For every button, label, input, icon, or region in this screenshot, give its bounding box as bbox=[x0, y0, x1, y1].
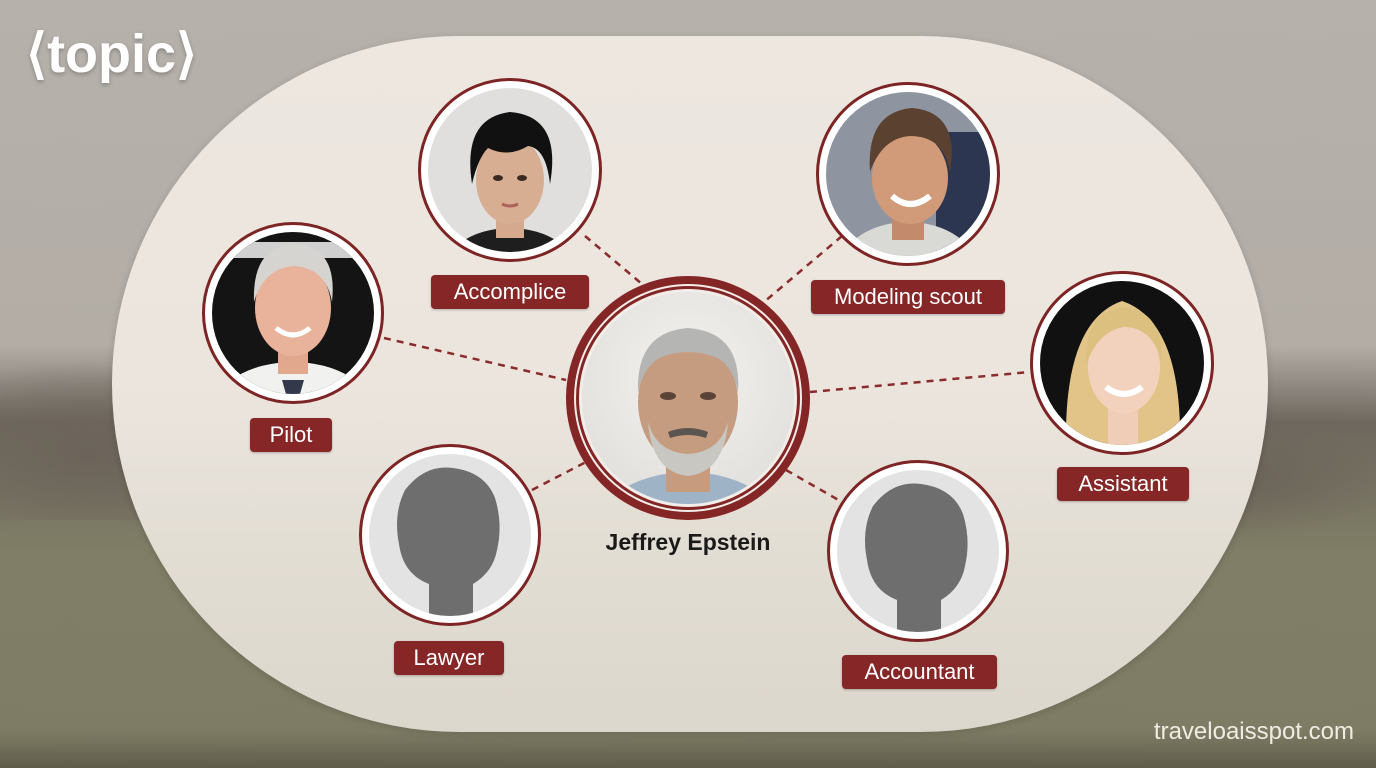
center-name: Jeffrey Epstein bbox=[605, 529, 771, 555]
accountant-photo bbox=[837, 470, 999, 632]
link-lawyer bbox=[531, 460, 587, 492]
pilot-photo bbox=[212, 232, 374, 394]
lawyer-photo bbox=[369, 454, 531, 616]
link-modeling-scout bbox=[763, 235, 843, 303]
man-portrait-icon bbox=[212, 242, 374, 394]
background-bottom bbox=[0, 730, 1376, 768]
woman-portrait-icon bbox=[1065, 301, 1181, 445]
woman-portrait-icon bbox=[450, 112, 570, 252]
label-modeling-scout: Modeling scout bbox=[811, 280, 1005, 314]
watermark: traveloaisspot.com bbox=[1153, 718, 1354, 745]
modeling-scout-photo bbox=[826, 92, 990, 256]
man-portrait-icon bbox=[841, 108, 990, 256]
person-silhouette-icon bbox=[865, 483, 968, 632]
topic-title: ⟨topic⟩ bbox=[26, 24, 198, 84]
label-pilot: Pilot bbox=[250, 418, 332, 452]
label-accountant: Accountant bbox=[842, 655, 997, 689]
label-accomplice: Accomplice bbox=[431, 275, 589, 309]
center-node-inner-ring bbox=[576, 286, 800, 510]
person-silhouette-icon bbox=[397, 467, 500, 616]
label-assistant: Assistant bbox=[1057, 467, 1189, 501]
link-accomplice bbox=[584, 235, 643, 285]
link-accountant bbox=[785, 468, 843, 504]
accomplice-photo bbox=[428, 88, 592, 252]
link-assistant bbox=[809, 370, 1031, 394]
center-photo[interactable] bbox=[582, 292, 794, 504]
link-pilot bbox=[383, 336, 567, 382]
assistant-photo bbox=[1040, 281, 1204, 445]
man-portrait-icon bbox=[604, 328, 772, 504]
label-lawyer: Lawyer bbox=[394, 641, 504, 675]
